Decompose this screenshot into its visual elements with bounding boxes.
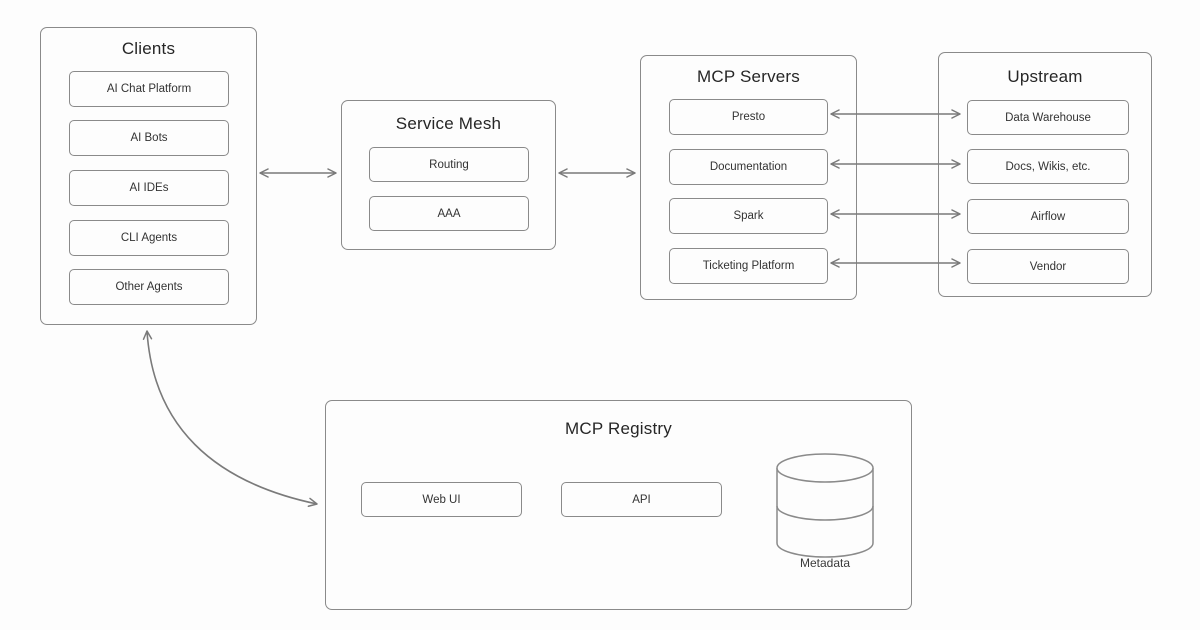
registry-item-api: API — [561, 482, 722, 517]
mcp-registry-title: MCP Registry — [565, 419, 672, 438]
client-item-ai-ides: AI IDEs — [69, 170, 229, 206]
metadata-label: Metadata — [799, 556, 851, 570]
arrow-clients-mcpregistry — [142, 330, 318, 508]
mcp-server-item-documentation: Documentation — [669, 149, 828, 185]
service-mesh-title: Service Mesh — [395, 114, 502, 133]
upstream-item-airflow: Airflow — [967, 199, 1129, 234]
upstream-title: Upstream — [1007, 67, 1083, 86]
client-item-cli-agents: CLI Agents — [69, 220, 229, 256]
upstream-item-docs-wikis: Docs, Wikis, etc. — [967, 149, 1129, 184]
mcp-server-item-ticketing-platform: Ticketing Platform — [669, 248, 828, 284]
mcp-server-item-spark: Spark — [669, 198, 828, 234]
clients-group: Clients AI Chat Platform AI Bots AI IDEs… — [40, 27, 257, 325]
registry-item-web-ui: Web UI — [361, 482, 522, 517]
service-mesh-group: Service Mesh Routing AAA — [341, 100, 556, 250]
service-mesh-item-routing: Routing — [369, 147, 529, 182]
upstream-group: Upstream Data Warehouse Docs, Wikis, etc… — [938, 52, 1152, 297]
mcp-registry-group: MCP Registry Web UI API — [325, 400, 912, 610]
client-item-ai-bots: AI Bots — [69, 120, 229, 156]
mcp-servers-group: MCP Servers Presto Documentation Spark T… — [640, 55, 857, 300]
upstream-item-data-warehouse: Data Warehouse — [967, 100, 1129, 135]
client-item-other-agents: Other Agents — [69, 269, 229, 305]
clients-title: Clients — [121, 39, 176, 58]
mcp-server-item-presto: Presto — [669, 99, 828, 135]
service-mesh-item-aaa: AAA — [369, 196, 529, 231]
client-item-ai-chat-platform: AI Chat Platform — [69, 71, 229, 107]
upstream-item-vendor: Vendor — [967, 249, 1129, 284]
mcp-servers-title: MCP Servers — [697, 67, 800, 86]
